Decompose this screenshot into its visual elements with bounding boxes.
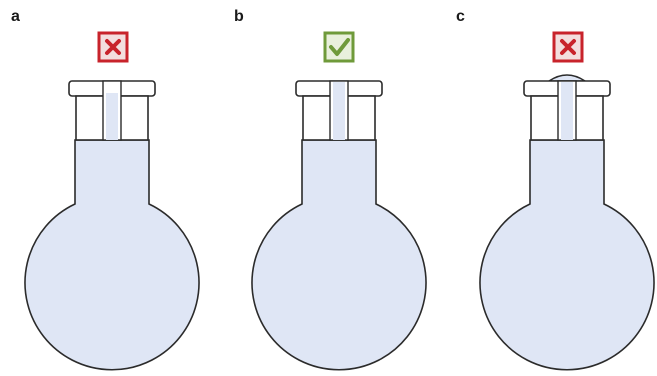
flask-body [24, 139, 200, 371]
check-icon [323, 31, 355, 63]
flask-body [479, 139, 655, 371]
flask-body [251, 139, 427, 371]
flask-a [24, 31, 200, 371]
panel-label-c: c [456, 8, 465, 25]
panel-label-a: a [11, 8, 20, 25]
cross-icon [97, 31, 129, 63]
stopper [295, 80, 383, 141]
flask-c [479, 31, 655, 371]
stopper [523, 74, 611, 141]
overflow-droplet [546, 74, 588, 82]
capillary-liquid [106, 93, 118, 140]
cross-icon [552, 31, 584, 63]
capillary-liquid [561, 82, 573, 140]
capillary-liquid [333, 82, 345, 140]
flask-b [251, 31, 427, 371]
stopper [68, 80, 156, 141]
panel-label-b: b [234, 8, 244, 25]
